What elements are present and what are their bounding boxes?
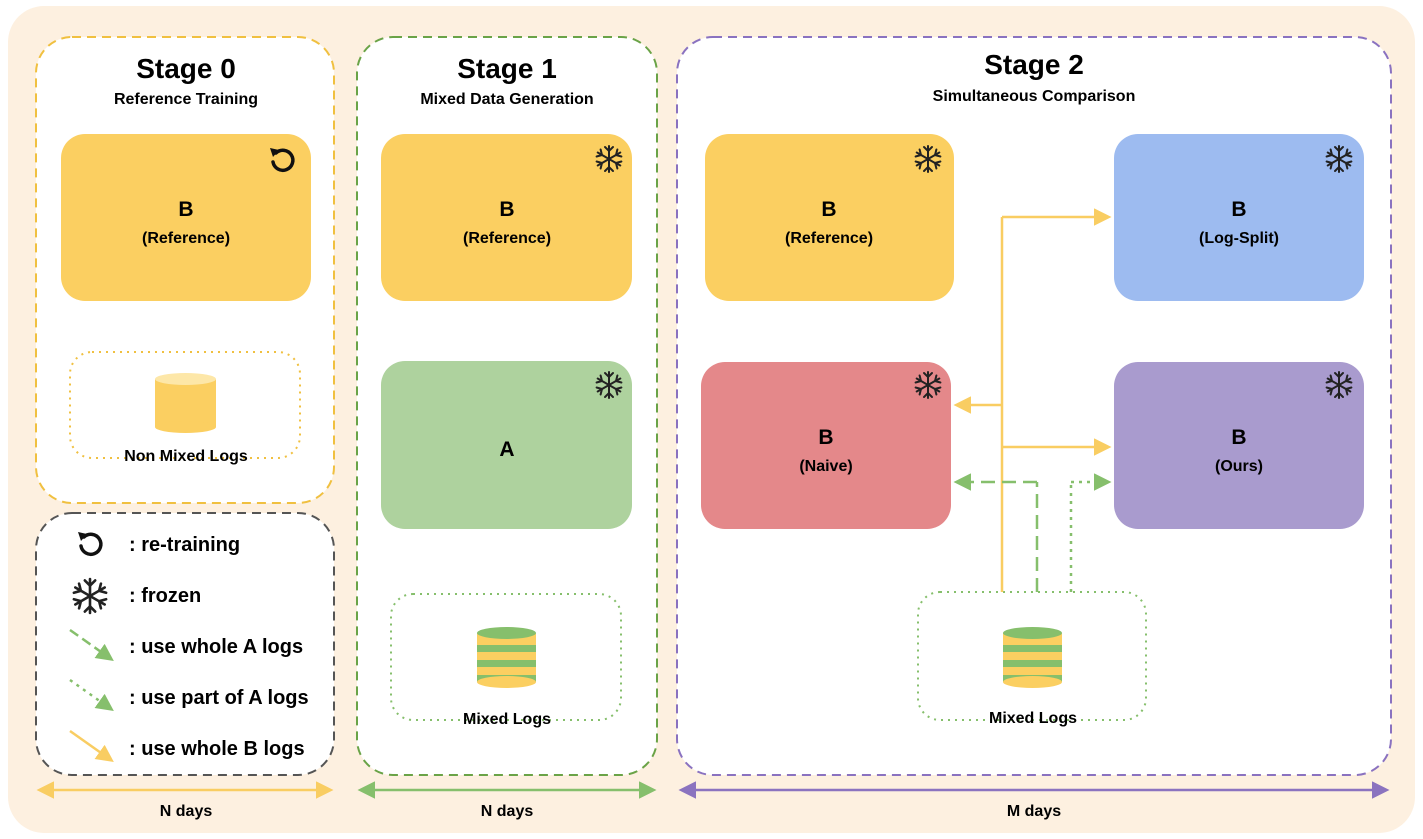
stage1-title: Stage 1 [457,53,557,84]
legend-frozen: : frozen [129,585,201,607]
stage1-logs-box [390,593,622,721]
legend-retraining: : re-training [129,534,240,556]
stage2-subtitle: Simultaneous Comparison [933,88,1136,105]
stage2-ours-name: B [1231,426,1246,449]
stage0-subtitle: Reference Training [114,91,258,108]
stage2-naive-role: (Naive) [799,458,852,475]
stage0-model-b-reference [61,134,311,301]
whole-a-logs-flow [953,473,1039,592]
stage0-title: Stage 0 [136,53,236,84]
stage1-logs-label: Mixed Logs [463,711,551,728]
stage2-duration: M days [1007,803,1061,820]
stage1-model-a [381,361,632,529]
stage0-duration: N days [160,803,213,820]
mixed-database-icon [477,627,536,688]
stage1-model-b-reference [381,134,632,301]
database-icon [155,373,216,433]
stage2-logsplit-role: (Log-Split) [1199,230,1279,247]
legend-part-a-arrow [69,678,114,712]
part-a-logs-flow [1069,473,1112,592]
legend-part-a: : use part of A logs [129,687,309,709]
whole-b-logs-flow [953,208,1112,592]
stage2-logs-label: Mixed Logs [989,710,1077,727]
stage2-ours-role: (Ours) [1215,458,1263,475]
stage2-model-b-ours [1114,362,1364,529]
stage2-logs-box [917,591,1147,721]
stage1-duration: N days [481,803,534,820]
stage2-ref-name: B [821,198,836,221]
stage1-model-a-name: A [499,438,514,461]
legend-whole-b-arrow [69,729,114,763]
stage2-logsplit-name: B [1231,198,1246,221]
stage1-model-role: (Reference) [463,230,551,247]
mixed-database-icon [1003,627,1062,688]
legend-whole-a-arrow [69,628,114,662]
stage2-model-b-naive [701,362,951,529]
stage2-ref-role: (Reference) [785,230,873,247]
stage2-model-b-reference [705,134,954,301]
stage1-subtitle: Mixed Data Generation [420,91,593,108]
legend-whole-a: : use whole A logs [129,636,303,658]
legend-whole-b: : use whole B logs [129,738,305,760]
stage0-model-role: (Reference) [142,230,230,247]
stage0-model-name: B [178,198,193,221]
stage0-logs-label: Non Mixed Logs [124,448,248,465]
stage2-model-b-logsplit [1114,134,1364,301]
stage0-logs-box [69,351,301,459]
stage2-title: Stage 2 [984,49,1084,80]
stage2-naive-name: B [818,426,833,449]
stage1-model-name: B [499,198,514,221]
